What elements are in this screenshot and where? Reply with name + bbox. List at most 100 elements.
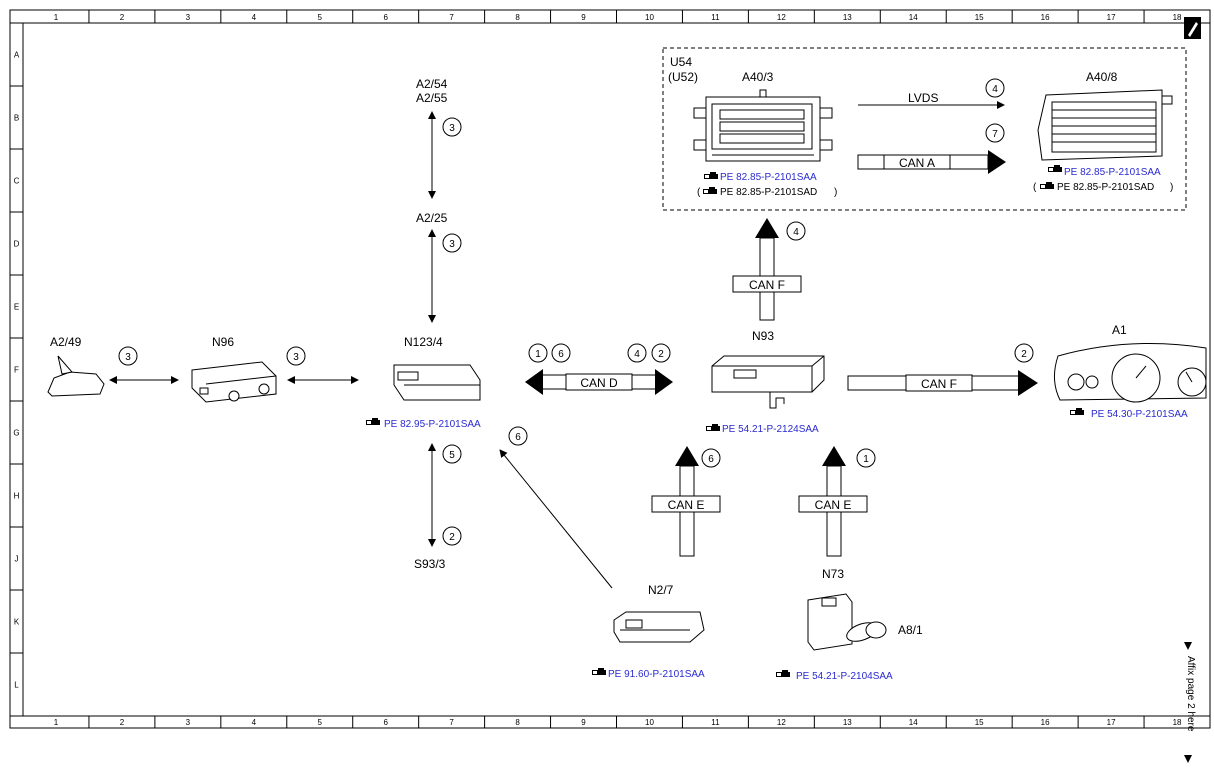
n2-7-module — [613, 611, 705, 643]
can-d-number-6: 6 — [558, 349, 564, 360]
can-d-bus: CAN D — [525, 369, 673, 395]
affix-page-text: Affix page 2 here — [1185, 656, 1196, 732]
a2-54-link-number: 3 — [449, 123, 455, 134]
n2-7-link — [499, 449, 613, 589]
grid-column-label: 9 — [581, 13, 586, 22]
a1-instrument-cluster — [1054, 343, 1207, 403]
grid-row-label: G — [13, 429, 19, 438]
n93-reference: PE 54.21-P-2124SAA — [722, 424, 819, 435]
can-f-up-label: CAN F — [749, 278, 785, 292]
s93-3-link-bottom-number: 2 — [449, 532, 455, 543]
a40-8-label: A40/8 — [1086, 70, 1118, 84]
grid-column-label: 15 — [975, 718, 984, 727]
can-a-number: 7 — [992, 129, 998, 140]
grid-row-label: F — [14, 366, 19, 375]
a40-3-alt-open-paren: ( — [697, 187, 701, 198]
can-f-up-bus: CAN F — [732, 218, 802, 321]
a40-8-alt-open-paren: ( — [1033, 182, 1037, 193]
n2-7-label: N2/7 — [648, 583, 674, 597]
n123-4-reference: PE 82.95-P-2101SAA — [384, 419, 481, 430]
can-a-bus: CAN A — [857, 150, 1006, 174]
s93-3-label: S93/3 — [414, 557, 446, 571]
n73-ignition-switch — [807, 593, 887, 651]
a2-55-label: A2/55 — [416, 91, 448, 105]
a40-3-alt-reference: PE 82.85-P-2101SAD — [720, 187, 817, 198]
grid-row-label: L — [14, 681, 19, 690]
grid-column-label: 13 — [843, 718, 852, 727]
can-f-right-number: 2 — [1021, 349, 1027, 360]
a1-reference: PE 54.30-P-2101SAA — [1091, 409, 1188, 420]
affix-page-note: Affix page 2 here — [1184, 642, 1196, 763]
grid-column-label: 17 — [1107, 13, 1116, 22]
n2-7-reference: PE 91.60-P-2101SAA — [608, 669, 705, 680]
grid-column-label: 1 — [54, 13, 59, 22]
a40-3-head-unit — [693, 89, 833, 162]
grid-column-label: 9 — [581, 718, 586, 727]
lvds-label: LVDS — [908, 91, 938, 105]
a1-label: A1 — [1112, 323, 1127, 337]
grid-row-label: D — [14, 240, 20, 249]
grid-column-label: 12 — [777, 13, 786, 22]
n73-reference: PE 54.21-P-2104SAA — [796, 671, 893, 682]
can-d-label: CAN D — [580, 376, 618, 390]
grid-column-label: 11 — [711, 718, 720, 727]
lvds-number: 4 — [992, 84, 998, 95]
u52-label: (U52) — [668, 70, 698, 84]
can-d-number-4: 4 — [634, 349, 640, 360]
grid-column-label: 6 — [383, 718, 388, 727]
grid-column-label: 14 — [909, 13, 918, 22]
a2-25-label: A2/25 — [416, 211, 448, 225]
n123-4-label: N123/4 — [404, 335, 443, 349]
grid-row-label: C — [14, 177, 20, 186]
a2-25-link-number: 3 — [449, 239, 455, 250]
can-e-left-number: 6 — [708, 454, 714, 465]
affix-top-arrow-icon — [1184, 642, 1192, 650]
a40-8-alt-reference: PE 82.85-P-2101SAD — [1057, 182, 1154, 193]
grid-column-label: 11 — [711, 13, 720, 22]
a2-49-antenna — [47, 355, 105, 397]
a2-49-label: A2/49 — [50, 335, 82, 349]
grid-column-label: 6 — [383, 13, 388, 22]
grid-row-label: A — [14, 51, 20, 60]
grid-column-label: 5 — [318, 718, 323, 727]
a40-8-display — [1037, 89, 1173, 161]
n96-module — [191, 361, 277, 403]
a2-49-n96-number: 3 — [125, 352, 131, 363]
u54-label: U54 — [670, 55, 692, 69]
a8-1-label: A8/1 — [898, 623, 923, 637]
can-f-right-bus: CAN F — [847, 370, 1038, 396]
grid-column-label: 2 — [120, 13, 125, 22]
grid-column-label: 18 — [1173, 13, 1182, 22]
grid-column-label: 17 — [1107, 718, 1116, 727]
grid-row-label: K — [14, 618, 20, 627]
grid-column-label: 8 — [515, 13, 520, 22]
a40-3-alt-close-paren: ) — [834, 187, 837, 198]
a40-8-alt-close-paren: ) — [1170, 182, 1173, 193]
affix-bottom-arrow-icon — [1184, 755, 1192, 763]
n93-label: N93 — [752, 329, 774, 343]
grid-column-label: 13 — [843, 13, 852, 22]
u54-boundary — [662, 47, 1187, 211]
grid-row-label: J — [15, 555, 19, 564]
grid-column-label: 8 — [515, 718, 520, 727]
grid-column-label: 1 — [54, 718, 59, 727]
n93-module — [711, 355, 825, 409]
grid-column-label: 7 — [449, 13, 454, 22]
grid-column-label: 10 — [645, 13, 654, 22]
grid-column-label: 5 — [318, 13, 323, 22]
can-a-label: CAN A — [899, 156, 935, 170]
grid-row-label: B — [14, 114, 19, 123]
can-d-number-1: 1 — [535, 349, 541, 360]
grid-column-label: 15 — [975, 13, 984, 22]
grid-row-label: E — [14, 303, 19, 312]
grid-row-label: H — [14, 492, 20, 501]
a40-3-reference: PE 82.85-P-2101SAA — [720, 172, 817, 183]
document-corner-icon — [1184, 17, 1201, 39]
n73-label: N73 — [822, 567, 844, 581]
grid-column-label: 12 — [777, 718, 786, 727]
can-e-right-number: 1 — [863, 454, 869, 465]
can-e-right-label: CAN E — [815, 498, 852, 512]
